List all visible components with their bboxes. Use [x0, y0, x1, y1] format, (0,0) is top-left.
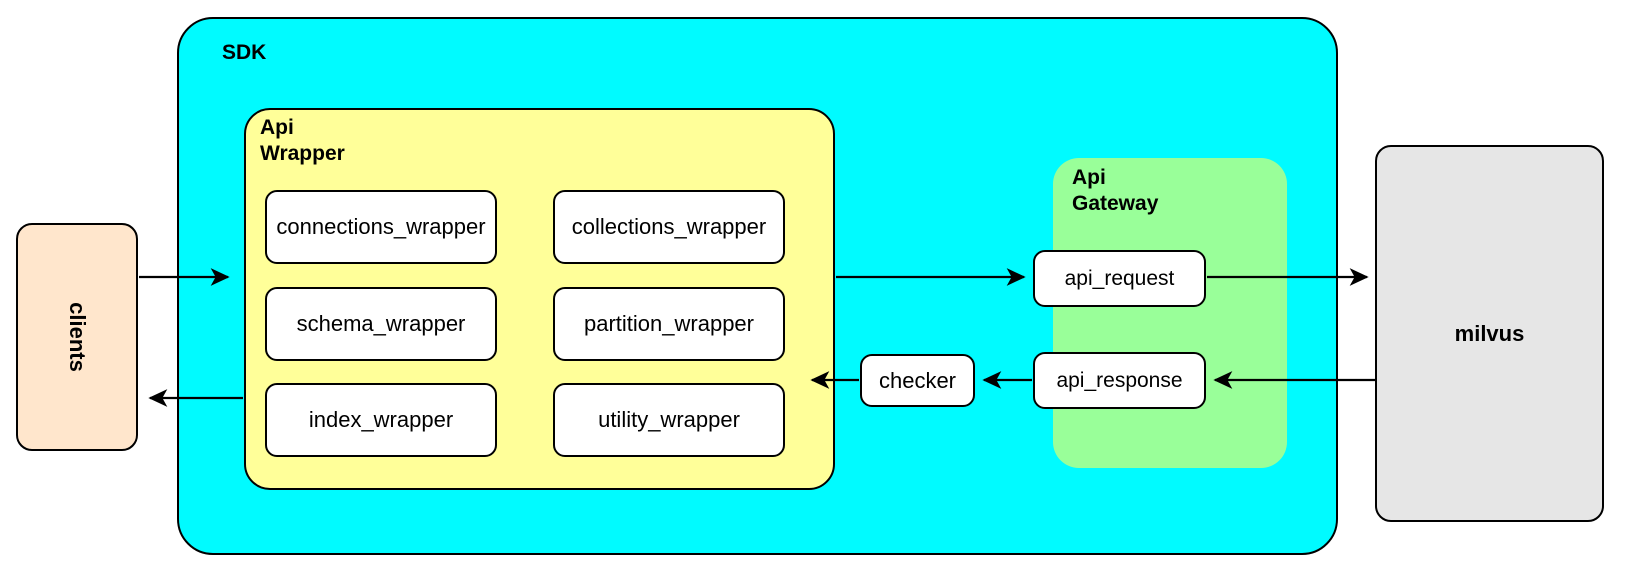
milvus-box[interactable]: milvus — [1375, 145, 1604, 522]
sdk-title: SDK — [222, 41, 267, 64]
node-index-wrapper[interactable]: index_wrapper — [265, 383, 497, 457]
node-schema-wrapper[interactable]: schema_wrapper — [265, 287, 497, 361]
node-api-request[interactable]: api_request — [1033, 250, 1206, 307]
node-partition-wrapper[interactable]: partition_wrapper — [553, 287, 785, 361]
node-checker[interactable]: checker — [860, 354, 975, 407]
clients-box[interactable] — [16, 223, 138, 451]
api-gateway-title: Api Gateway — [1072, 166, 1159, 216]
node-connections-wrapper[interactable]: connections_wrapper — [265, 190, 497, 264]
node-utility-wrapper[interactable]: utility_wrapper — [553, 383, 785, 457]
node-collections-wrapper[interactable]: collections_wrapper — [553, 190, 785, 264]
node-api-response[interactable]: api_response — [1033, 352, 1206, 409]
api-wrapper-title: Api Wrapper — [260, 116, 345, 166]
api-gateway-container[interactable] — [1053, 158, 1287, 468]
